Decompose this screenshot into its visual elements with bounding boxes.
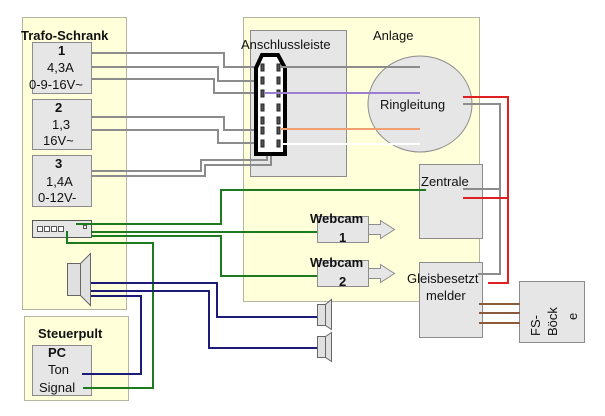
webcam-1-label-1: Webcam [310, 211, 363, 226]
gleisbesetzt-label-1: Gleisbesetzt [407, 271, 479, 286]
pc-signal: Signal [39, 380, 75, 395]
fs-bloecke-label-1: FS- [528, 315, 543, 336]
fs-bloecke-box [519, 281, 585, 343]
trafo-2-current: 1,3 [52, 117, 70, 132]
webcam-2-icon [317, 260, 396, 287]
speaker-icon [67, 252, 91, 307]
webcam-2-label-1: Webcam [310, 255, 363, 270]
blue-wires [82, 282, 318, 375]
green-wires [66, 189, 426, 389]
ringleitung-label: Ringleitung [380, 97, 445, 112]
trafo-3-num: 3 [55, 156, 62, 171]
fs-bloecke-label-2: Böck [545, 307, 560, 336]
trafo-1-current: 4,3A [47, 60, 74, 75]
gleisbesetztmelder-box [419, 262, 483, 338]
trafo-2-num: 2 [55, 100, 62, 115]
trafo-schrank-title: Trafo-Schrank [21, 28, 109, 43]
steuerpult-title: Steuerpult [38, 326, 103, 341]
trafo-unit-2-box [32, 99, 92, 150]
fs-bloecke-label-3: e [565, 313, 580, 320]
trafo-1-num: 1 [58, 43, 65, 58]
trafo-unit-3-box [32, 155, 92, 207]
gleisbesetzt-label-2: melder [426, 288, 466, 303]
trafo-3-voltage: 0-12V- [38, 190, 76, 205]
trafo-unit-1-box [32, 42, 92, 94]
pc-title: PC [48, 345, 67, 360]
trafo-2-voltage: 16V~ [43, 133, 74, 148]
webcam-1-icon [317, 216, 396, 243]
trafo-3-current: 1,4A [46, 174, 73, 189]
anlage-title: Anlage [373, 28, 413, 43]
speaker-small-1-icon [317, 298, 332, 331]
pc-box [32, 345, 92, 396]
zentrale-box [419, 164, 483, 239]
wire-red-ring [463, 96, 509, 284]
anschlussleiste-label: Anschlussleiste [241, 37, 331, 52]
speaker-small-2-icon [317, 331, 332, 363]
pc-ton: Ton [48, 362, 69, 377]
zentrale-label: Zentrale [421, 174, 469, 189]
brown-wires [479, 303, 520, 324]
trafo-1-voltage: 0-9-16V~ [29, 77, 83, 92]
connector-icon [254, 53, 287, 156]
webcam-1-label-2: 1 [339, 230, 346, 245]
webcam-2-label-2: 2 [339, 274, 346, 289]
